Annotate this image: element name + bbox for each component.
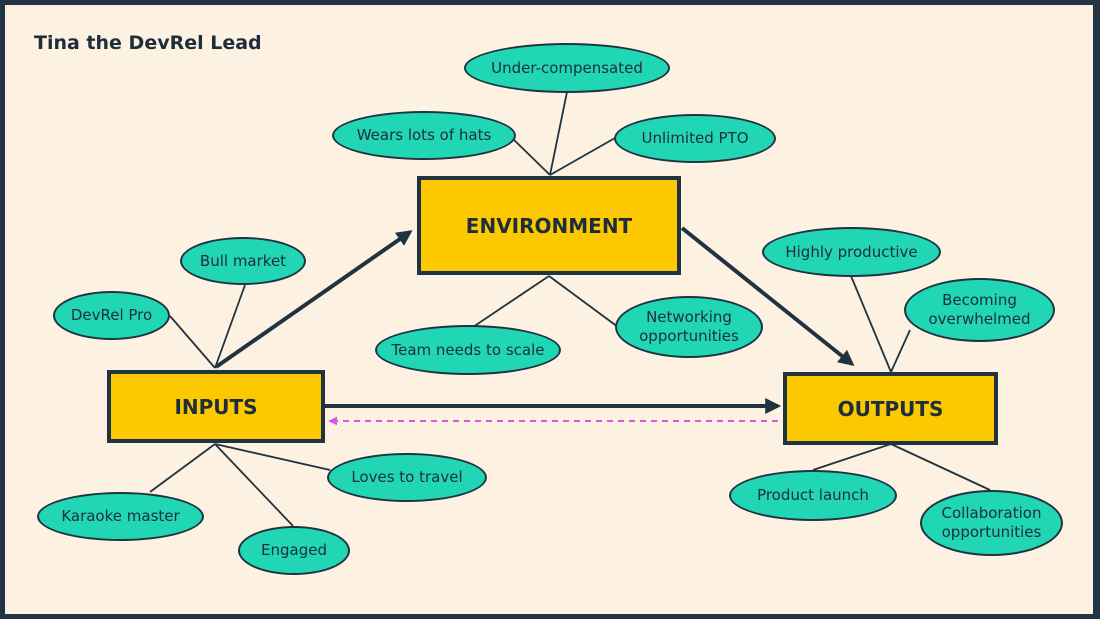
bubble-product-launch: Product launch <box>729 470 897 521</box>
bubble-networking-opportunities: Networking opportunities <box>615 296 763 358</box>
bubble-highly-productive: Highly productive <box>762 227 941 277</box>
connector-under-compensated <box>549 91 568 176</box>
page-title: Tina the DevRel Lead <box>34 32 262 54</box>
bubble-loves-to-travel: Loves to travel <box>327 453 487 502</box>
bubble-becoming-overwhelmed: Becoming overwhelmed <box>904 278 1055 342</box>
bubble-under-compensated: Under-compensated <box>464 43 670 93</box>
bubble-karaoke-master: Karaoke master <box>37 492 204 541</box>
bubble-wears-lots-of-hats: Wears lots of hats <box>332 111 516 160</box>
outputs-box: OUTPUTS <box>783 372 998 445</box>
connector-loves-to-travel <box>214 443 331 471</box>
connector-becoming-overwhelmed <box>890 329 911 373</box>
environment-box: ENVIRONMENT <box>417 176 681 275</box>
inputs-box: INPUTS <box>107 370 325 443</box>
bubble-collaboration-opportunities: Collaboration opportunities <box>920 490 1063 556</box>
bubble-bull-market: Bull market <box>180 237 306 285</box>
bubble-unlimited-pto: Unlimited PTO <box>614 114 776 163</box>
connector-unlimited-pto <box>549 137 616 176</box>
connector-collaboration <box>890 443 991 491</box>
bubble-devrel-pro: DevRel Pro <box>53 291 170 340</box>
connector-engaged <box>214 443 294 527</box>
bubble-engaged: Engaged <box>238 526 350 575</box>
connector-devrel-pro <box>169 315 216 369</box>
connector-networking <box>548 275 619 328</box>
connector-team-needs-to-scale <box>472 275 550 328</box>
connector-wears-lots-of-hats <box>511 137 551 176</box>
connector-product-launch <box>812 443 892 471</box>
connector-bull-market <box>214 284 246 369</box>
arrow-environment-to-outputs <box>680 226 855 366</box>
connector-highly-productive <box>850 275 892 373</box>
connector-karaoke-master <box>149 443 216 493</box>
bubble-team-needs-to-scale: Team needs to scale <box>375 325 561 375</box>
arrow-inputs-to-environment <box>214 230 413 369</box>
